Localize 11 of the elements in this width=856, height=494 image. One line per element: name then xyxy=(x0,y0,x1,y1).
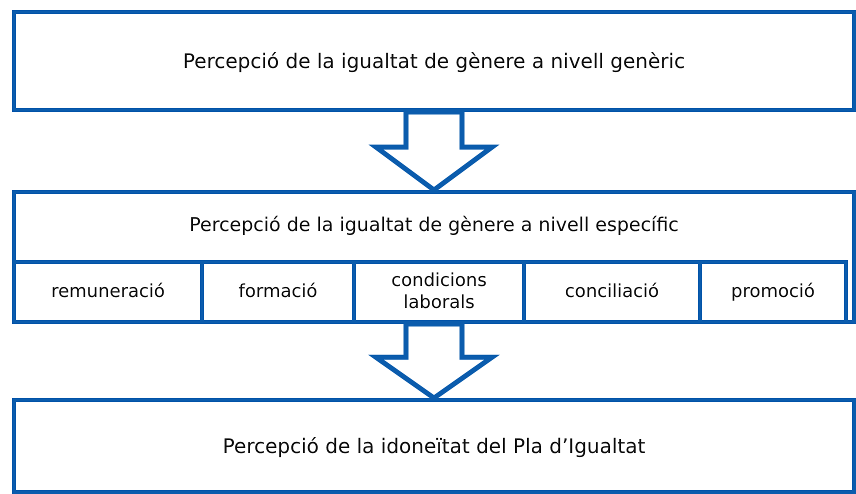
node-label: Percepció de la idoneïtat del Pla d’Igualtat xyxy=(222,434,646,458)
node-label: condicions laborals xyxy=(390,270,488,314)
node-label: Percepció de la igualtat de gènere a nivell genèric xyxy=(182,49,686,73)
process-box xyxy=(12,10,856,112)
node-label: formació xyxy=(238,281,318,303)
node-label: conciliació xyxy=(564,281,660,303)
process-box xyxy=(12,398,856,494)
node-label: Percepció de la igualtat de gènere a nivell específic xyxy=(189,214,679,236)
node-label: remuneració xyxy=(51,281,165,303)
node-label: promoció xyxy=(731,281,815,303)
group-box xyxy=(12,190,856,324)
